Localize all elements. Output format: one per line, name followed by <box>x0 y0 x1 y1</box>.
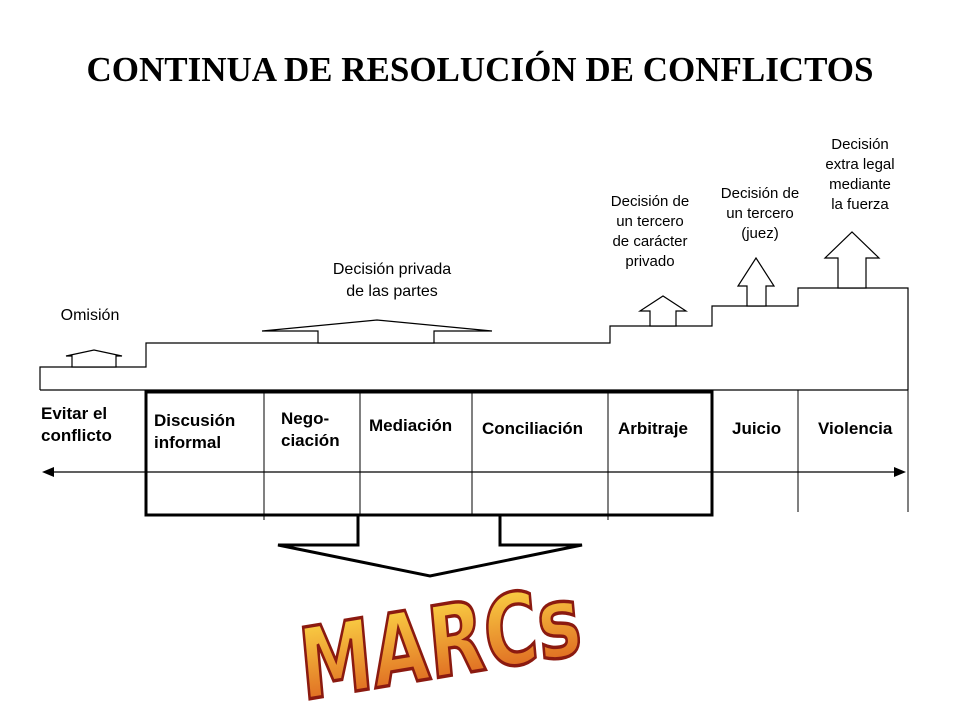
arbitration-arrow <box>637 295 689 327</box>
category-informal: Discusión informal <box>154 411 236 452</box>
step-profile <box>39 287 909 390</box>
category-violence: Violencia <box>818 419 893 438</box>
third-party-private-label: Decisión de un tercero de carácter priva… <box>610 193 690 270</box>
omission-arrow <box>65 349 123 368</box>
marcs-down-arrow <box>277 513 583 578</box>
axis-arrowhead-right <box>894 467 906 477</box>
category-negotiation: Nego- ciación <box>281 409 340 450</box>
third-party-judge-label: Decisión de un tercero (juez) <box>720 185 800 242</box>
private-decision-arrow <box>261 319 493 344</box>
trial-arrow <box>736 256 776 307</box>
category-arbitration: Arbitraje <box>618 419 688 438</box>
page-title: CONTINUA DE RESOLUCIÓN DE CONFLICTOS <box>86 50 874 89</box>
category-mediation: Mediación <box>369 416 453 435</box>
marcs-logo: MARCs <box>293 560 587 725</box>
axis-arrowhead-left <box>42 467 54 477</box>
violence-arrow <box>823 231 881 289</box>
omission-label: Omisión <box>60 307 120 324</box>
svg-text:MARCs: MARCs <box>295 562 586 720</box>
category-trial: Juicio <box>732 419 782 438</box>
category-conciliation: Conciliación <box>482 419 584 438</box>
extra-legal-label: Decisión extra legal mediante la fuerza <box>825 136 895 213</box>
category-avoid: Evitar el conflicto <box>41 404 112 445</box>
private-decision-label: Decisión privada de las partes <box>332 261 452 300</box>
